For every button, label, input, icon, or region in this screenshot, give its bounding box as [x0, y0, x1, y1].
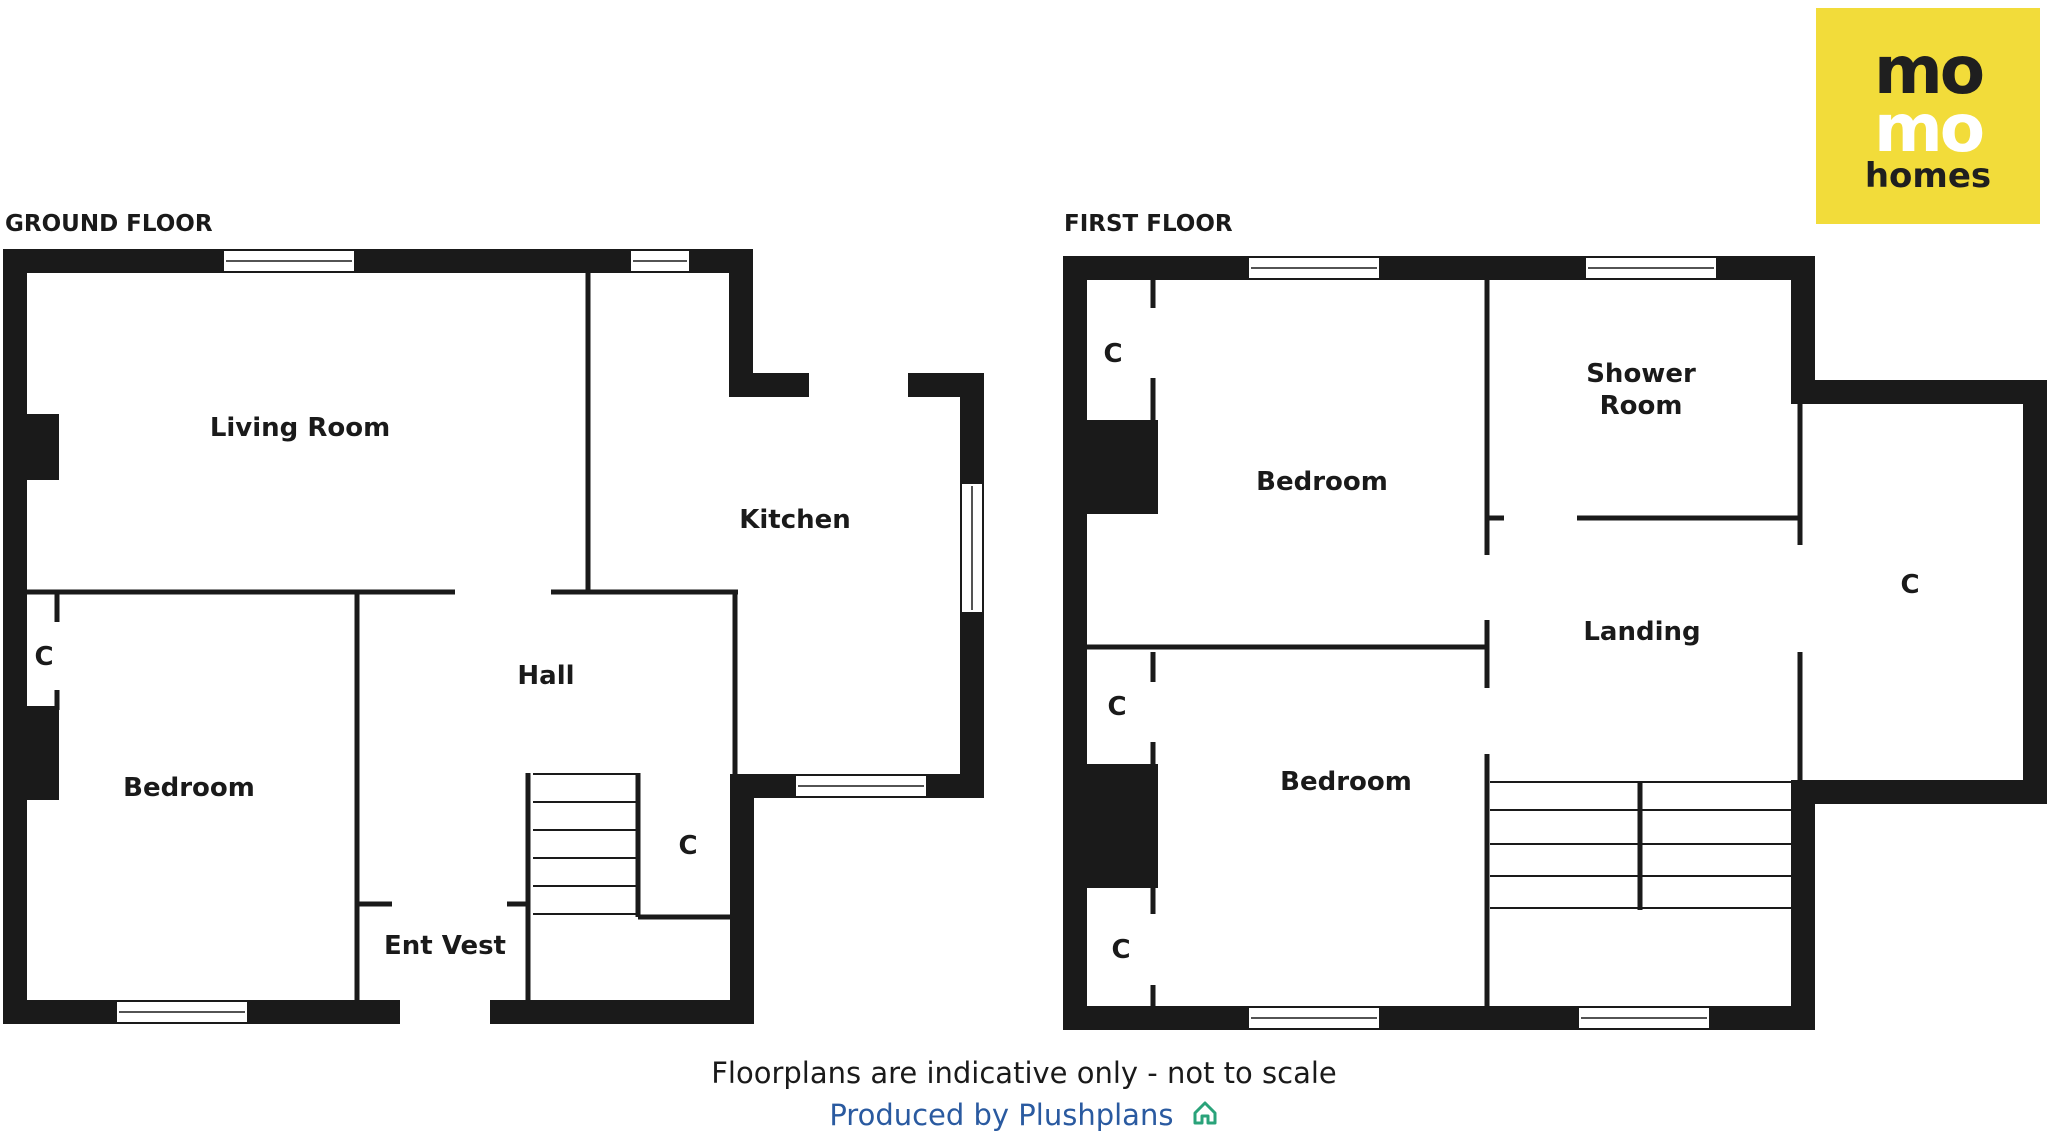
label-shower-room-line2: Room [1600, 391, 1683, 421]
window-bedroom-top [1247, 256, 1381, 280]
credit-line: Produced by Plushplans [0, 1098, 2048, 1132]
ground-floor-title: GROUND FLOOR [5, 211, 213, 237]
window-bedroom [115, 1000, 249, 1024]
label-ent-vest: Ent Vest [384, 931, 506, 961]
label-hall: Hall [517, 661, 574, 691]
ground-floor-windows [115, 249, 984, 1024]
logo-line-1: mo [1873, 32, 1985, 109]
label-cupboard-ground-left: C [34, 642, 53, 672]
ground-floor-internal-walls [27, 273, 738, 1000]
label-cupboard-first-top: C [1103, 339, 1122, 369]
window-landing [1577, 1006, 1711, 1030]
momo-homes-logo: mo mo homes [1816, 8, 2040, 224]
logo-line-3: homes [1864, 156, 1992, 196]
label-landing: Landing [1583, 617, 1700, 647]
disclaimer-text: Floorplans are indicative only - not to … [711, 1056, 1337, 1090]
label-cupboard-first-right: C [1900, 570, 1919, 600]
label-cupboard-ground-stairs: C [678, 831, 697, 861]
label-cupboard-first-mid: C [1107, 692, 1126, 722]
logo-line-2: mo [1873, 90, 1985, 167]
first-floor-plan: FIRST FLOOR [1063, 211, 2047, 1030]
window-bedroom-bottom [1247, 1006, 1381, 1030]
window-kitchen-bottom [794, 774, 928, 798]
label-bedroom-first-bottom: Bedroom [1280, 767, 1412, 797]
window-kitchen-top [629, 249, 691, 273]
label-shower-room-line1: Shower [1586, 359, 1696, 389]
ground-floor-walls [3, 249, 984, 1024]
first-floor-title: FIRST FLOOR [1064, 211, 1233, 237]
window-living-room [222, 249, 356, 273]
label-bedroom-first-top: Bedroom [1256, 467, 1388, 497]
first-floor-windows [1247, 256, 1718, 1030]
first-floor-stairs [1490, 781, 1796, 910]
house-icon [1193, 1101, 1217, 1125]
window-kitchen-side [960, 482, 984, 614]
label-cupboard-first-bottom: C [1111, 935, 1130, 965]
ground-floor-plan: GROUND FLOOR [3, 211, 984, 1024]
label-bedroom-ground: Bedroom [123, 773, 255, 803]
ground-floor-stairs [533, 773, 636, 915]
first-floor-internal-walls [1087, 280, 1803, 1006]
label-living-room: Living Room [210, 413, 390, 443]
label-kitchen: Kitchen [739, 505, 851, 535]
credit-text: Produced by Plushplans [829, 1098, 1174, 1132]
first-floor-walls [1063, 256, 2047, 1030]
window-shower-room [1584, 256, 1718, 280]
